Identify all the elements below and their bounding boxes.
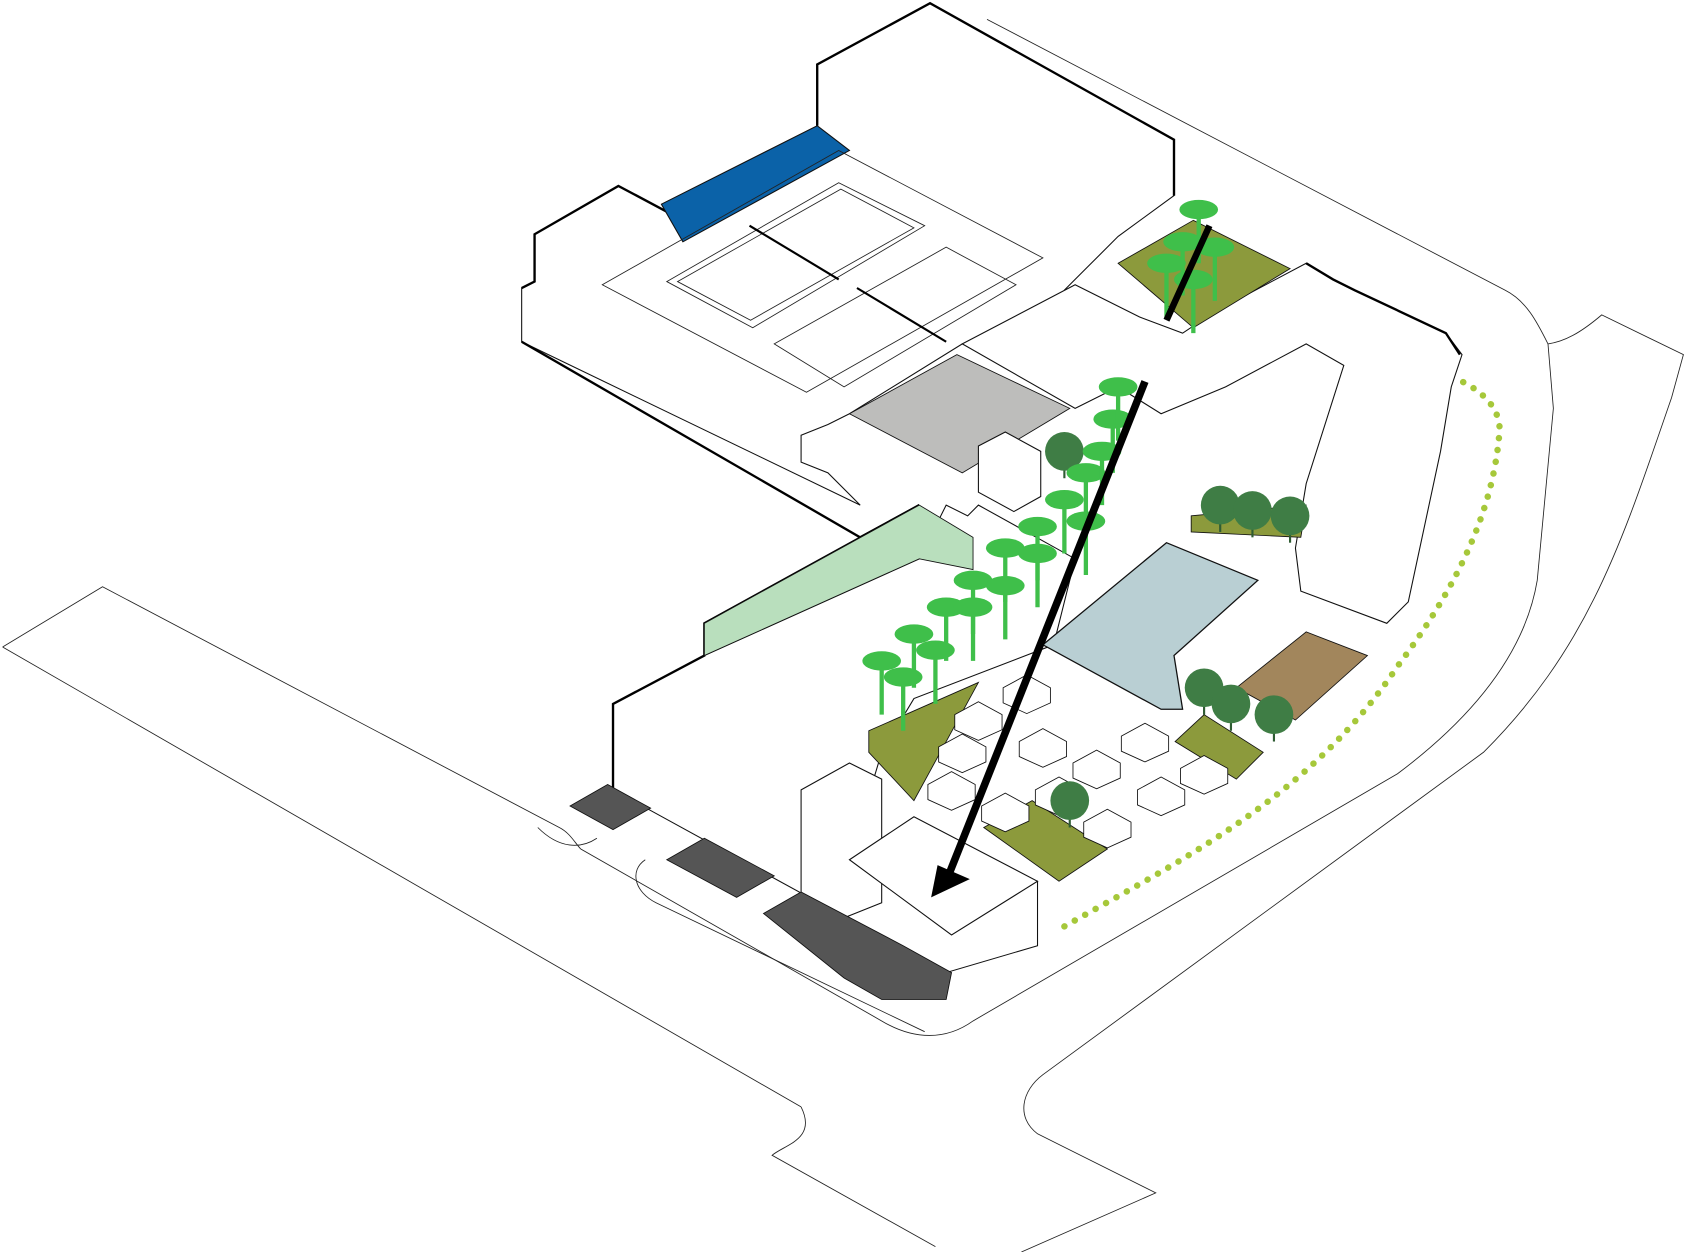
palm-tree [916, 640, 955, 704]
tree [1270, 496, 1310, 543]
tennis-courts [601, 149, 1044, 393]
tree-canopy [1200, 485, 1240, 525]
palm-tree [1045, 490, 1084, 554]
green-wall [703, 504, 974, 657]
palm-crown [1098, 377, 1138, 397]
trees [1045, 432, 1310, 828]
pavilion [1018, 728, 1067, 768]
tree [1200, 485, 1240, 532]
tree-canopy [1050, 781, 1090, 820]
palm-crown [985, 576, 1025, 596]
palm-tree [862, 651, 902, 715]
pavilion [981, 792, 1030, 833]
tree [1233, 491, 1272, 538]
palm-tree [985, 576, 1025, 640]
palm-crown [985, 538, 1025, 558]
tree-canopy [1270, 496, 1310, 536]
palm-crown [1093, 409, 1133, 429]
palm-crown [1018, 516, 1057, 537]
palm-crown [862, 651, 902, 671]
sports-building [521, 1, 1176, 539]
tree [1211, 684, 1251, 731]
pavilion [954, 701, 1003, 741]
blue-pool-strip [660, 125, 851, 243]
palm-crown [916, 640, 955, 660]
tree [1045, 432, 1084, 479]
palm-crown [883, 667, 923, 687]
palm-tree [883, 667, 923, 731]
tree-canopy [1254, 695, 1294, 735]
palm-trees [862, 199, 1235, 731]
palm-crown [1163, 232, 1202, 252]
swimming-pool [1041, 541, 1260, 710]
palm-crown [1045, 490, 1084, 510]
tree-canopy [1233, 491, 1272, 530]
palm-crown [894, 624, 934, 644]
gray-plaza [848, 354, 1071, 474]
street-outlines [2, 18, 1684, 1252]
tree-canopy [1211, 684, 1251, 724]
tree [1254, 695, 1294, 742]
dark-paving [569, 784, 953, 1000]
palm-crown [953, 570, 993, 590]
pavilion [1120, 722, 1170, 763]
lawn-left [868, 681, 980, 802]
pavilion [927, 771, 976, 811]
pavilion [1137, 776, 1186, 817]
palm-tree [1147, 253, 1186, 318]
palm-crown [1018, 543, 1057, 564]
tree [1050, 781, 1090, 828]
palm-crown [926, 597, 966, 617]
palm-tree [1018, 543, 1057, 608]
palm-tree [1098, 377, 1138, 441]
palm-crown [1147, 253, 1186, 273]
tree-canopy [1045, 432, 1084, 471]
brown-garden [1235, 631, 1369, 721]
courtyard-landscape [862, 199, 1369, 882]
entrance-building [611, 504, 1076, 974]
palm-crown [953, 597, 993, 617]
palm-crown [1066, 463, 1106, 483]
pavilion [1083, 808, 1132, 849]
palm-crown [1179, 199, 1219, 220]
pavilion [938, 733, 987, 774]
pavilion [1180, 755, 1229, 795]
pavilion [1072, 749, 1121, 790]
hedge-row [1061, 378, 1503, 930]
circulation-arrow [931, 224, 1213, 898]
palm-tree [953, 597, 993, 661]
